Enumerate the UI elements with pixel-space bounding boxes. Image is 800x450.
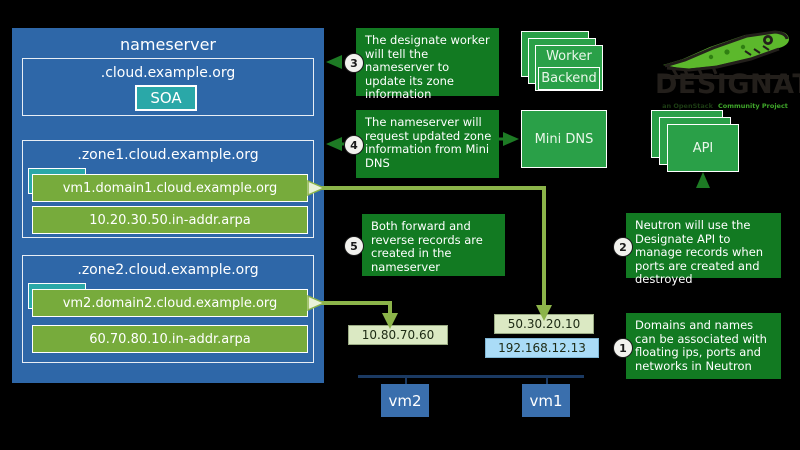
- soa-record: SOA: [135, 85, 197, 111]
- vm-box-vm1: vm1: [522, 384, 570, 417]
- arrow-callout4-to-minidns: [499, 132, 519, 146]
- backend-label: Backend: [538, 67, 600, 90]
- record-vm2-reverse: 60.70.80.10.in-addr.arpa: [32, 325, 308, 353]
- tagline-community: Community Project: [718, 102, 788, 110]
- designate-tagline: an OpenStack Community Project: [655, 93, 795, 112]
- alligator-icon: [661, 30, 789, 79]
- ip-chip-vm2: 10.80.70.60: [348, 325, 448, 345]
- callout-5-badge: 5: [344, 236, 364, 256]
- record-vm1-forward: vm1.domain1.cloud.example.org: [32, 174, 308, 202]
- mini-dns-card: Mini DNS: [521, 110, 607, 168]
- worker-label: Worker: [546, 49, 592, 64]
- callout-5: Both forward and reverse records are cre…: [362, 214, 505, 276]
- callout-4: The nameserver will request updated zone…: [356, 110, 499, 178]
- zone-label-zone1: .zone1.cloud.example.org: [77, 147, 259, 163]
- zone-label-zone2: .zone2.cloud.example.org: [77, 262, 259, 278]
- callout-2-badge: 2: [613, 237, 633, 257]
- arrow-neutron-to-api: [696, 172, 710, 188]
- network-bus-line: [358, 375, 584, 378]
- designate-logo: DESIGNATE an OpenStack Community Project: [655, 25, 800, 115]
- record-vm1-reverse: 10.20.30.50.in-addr.arpa: [32, 206, 308, 234]
- network-stub-vm1: [546, 375, 548, 384]
- callout-3: The designate worker will tell the names…: [356, 28, 499, 101]
- callout-2: Neutron will use the Designate API to ma…: [626, 213, 781, 286]
- record-vm2-forward: vm2.domain2.cloud.example.org: [32, 289, 308, 317]
- api-card: API: [667, 124, 739, 172]
- tagline-openstack: an OpenStack: [662, 102, 713, 110]
- callout-1: Domains and names can be associated with…: [626, 313, 781, 379]
- network-stub-vm2: [405, 375, 407, 384]
- arrow-callout3-to-nameserver: [326, 55, 342, 69]
- vm-box-vm2: vm2: [381, 384, 429, 417]
- arrow-callout4-to-nameserver: [326, 137, 346, 151]
- worker-card: Worker Backend: [535, 45, 603, 91]
- ip-chip-vm1-fixed: 192.168.12.13: [485, 338, 599, 358]
- nameserver-title: nameserver: [119, 35, 217, 54]
- ip-chip-vm1-floating: 50.30.20.10: [494, 314, 594, 334]
- root-zone-label: .cloud.example.org: [100, 65, 236, 81]
- callout-4-badge: 4: [344, 135, 364, 155]
- callout-1-badge: 1: [613, 338, 633, 358]
- callout-3-badge: 3: [344, 53, 364, 73]
- designate-wordmark: DESIGNATE: [655, 69, 800, 100]
- connector-vm1-record-to-ip: [307, 179, 552, 321]
- connector-vm2-record-to-ip: [307, 294, 398, 329]
